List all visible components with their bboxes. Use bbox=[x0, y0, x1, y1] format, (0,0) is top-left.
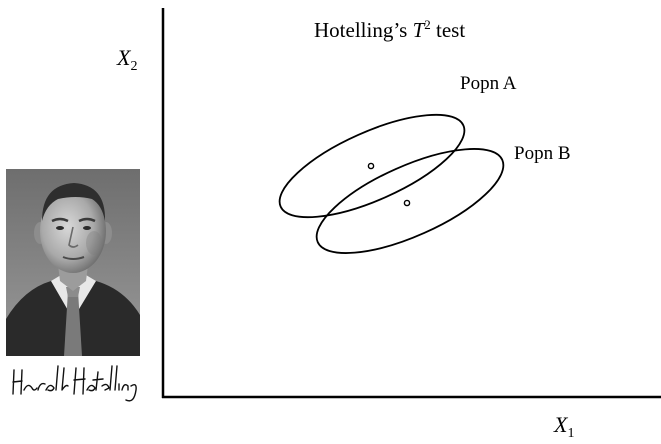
x-axis-subscript: 1 bbox=[567, 426, 575, 441]
title-superscript: 2 bbox=[424, 17, 431, 32]
x-axis-var: X bbox=[554, 412, 568, 437]
title-prefix: Hotelling’s bbox=[314, 18, 413, 42]
population-a-mean-point bbox=[367, 162, 375, 170]
population-a-ellipse bbox=[278, 113, 466, 219]
population-b-ellipse bbox=[315, 148, 505, 254]
population-b-mean-point bbox=[403, 199, 411, 207]
y-axis-var: X bbox=[117, 45, 131, 70]
title-suffix: test bbox=[430, 18, 466, 42]
signature-image bbox=[12, 365, 137, 402]
population-a-label: Popn A bbox=[460, 73, 517, 94]
y-axis-subscript: 2 bbox=[130, 59, 138, 74]
y-axis-label: X2 bbox=[117, 47, 137, 74]
x-axis-label: X1 bbox=[554, 414, 574, 441]
portrait-photo bbox=[6, 169, 140, 356]
diagram-title: Hotelling’s T2 test bbox=[314, 18, 465, 41]
title-variable: T bbox=[412, 18, 425, 42]
population-b-label: Popn B bbox=[514, 143, 571, 164]
